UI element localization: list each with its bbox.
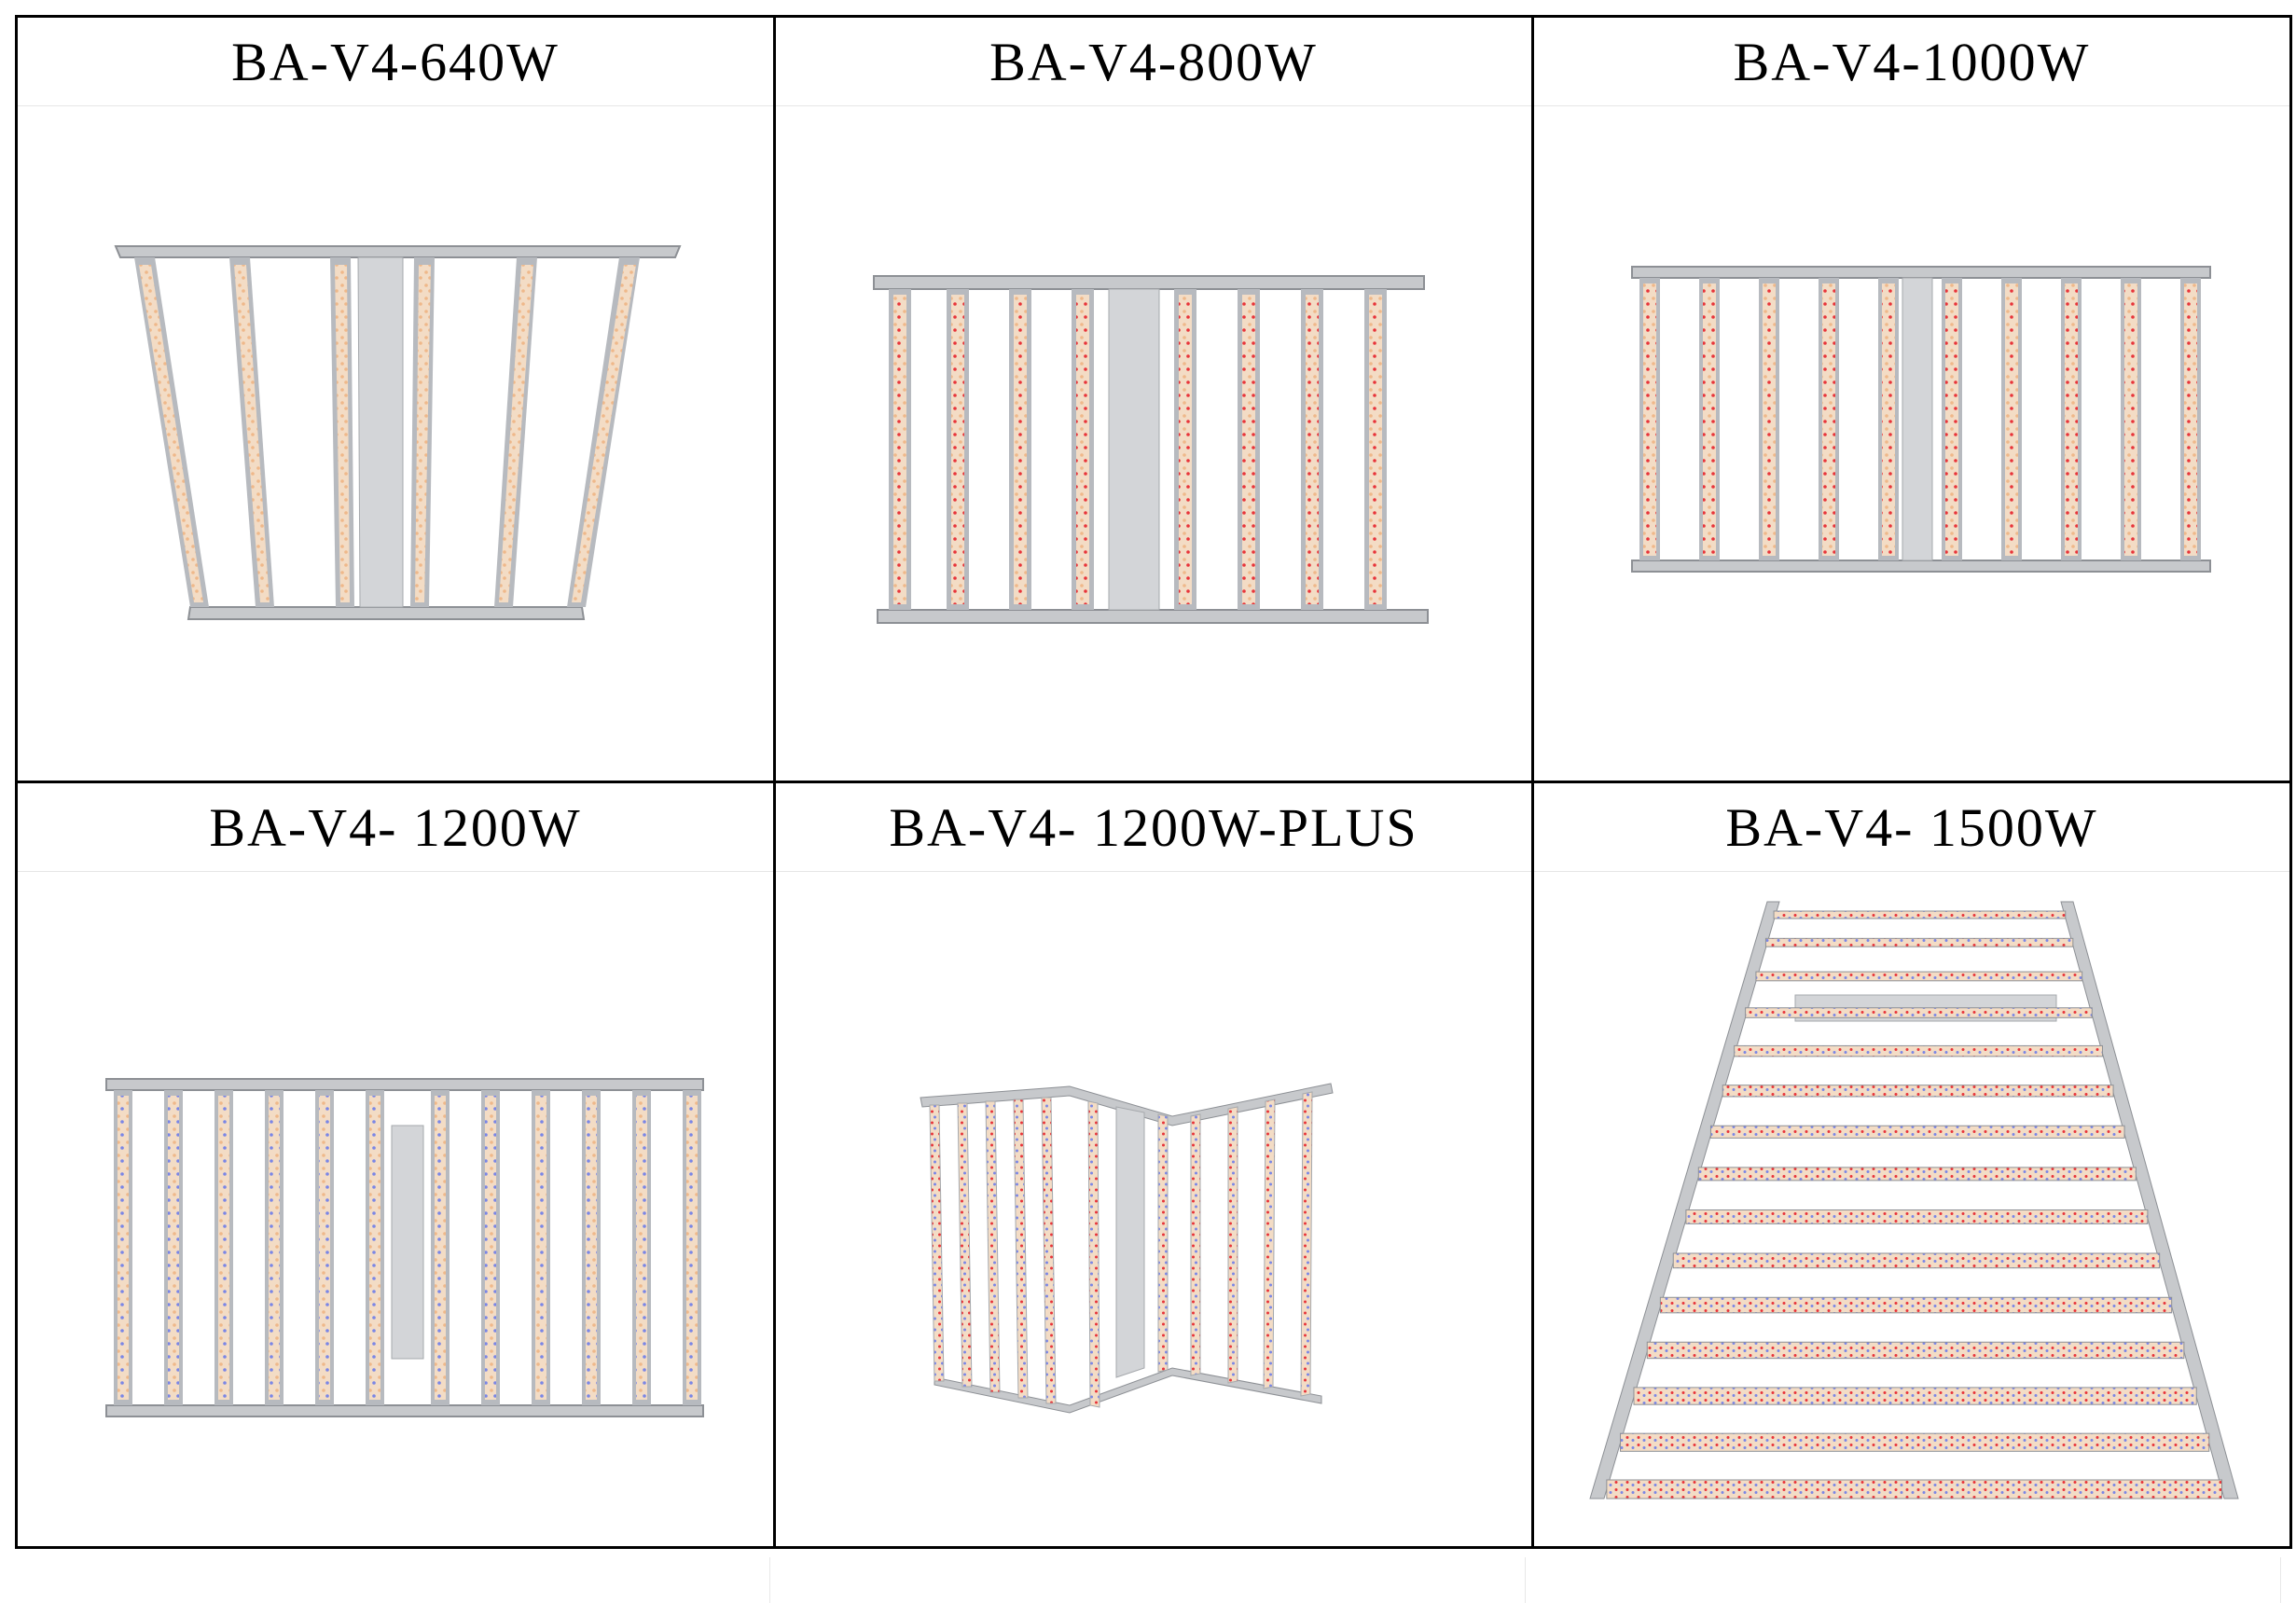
led-bar <box>1646 1341 2185 1359</box>
grow-light-800w-image <box>873 274 1429 624</box>
product-cell-1000w: BA-V4-1000W <box>1531 15 2292 783</box>
product-cell-1200w-plus: BA-V4- 1200W-PLUS <box>773 781 1534 1549</box>
product-cell-1500w: BA-V4- 1500W <box>1531 781 2292 1549</box>
product-image <box>18 106 773 781</box>
product-image <box>1534 106 2289 781</box>
bar-group <box>134 256 640 607</box>
product-model-title: BA-V4- 1200W-PLUS <box>776 783 1531 872</box>
led-bar <box>1745 1006 2093 1018</box>
led-bar <box>1755 971 2083 981</box>
grow-light-1500w-image <box>1589 901 2239 1499</box>
led-bar <box>1606 1479 2222 1499</box>
product-cell-640w: BA-V4-640W <box>15 15 776 783</box>
product-cell-1200w: BA-V4- 1200W <box>15 781 776 1549</box>
led-bar <box>1685 1209 2149 1224</box>
product-model-title: BA-V4-800W <box>776 18 1531 106</box>
bar-group <box>889 288 1387 610</box>
bar-group <box>1606 910 2222 1499</box>
bar-group <box>929 1090 1313 1408</box>
product-model-title: BA-V4-640W <box>18 18 773 106</box>
product-image <box>1534 872 2289 1546</box>
bar-group <box>1639 277 2201 560</box>
led-bar <box>1633 1386 2197 1405</box>
led-bar <box>1672 1251 2161 1268</box>
led-bar <box>1722 1084 2114 1097</box>
grow-light-1000w-image <box>1631 265 2211 573</box>
grow-light-1200w-image <box>105 1077 704 1417</box>
product-model-title: BA-V4-1000W <box>1534 18 2289 106</box>
product-image <box>776 872 1531 1546</box>
led-bar <box>1697 1166 2137 1181</box>
grow-light-1200w-plus-image <box>920 1082 1334 1414</box>
product-image <box>776 106 1531 781</box>
led-bar <box>1773 910 2067 919</box>
product-model-title: BA-V4- 1500W <box>1534 783 2289 872</box>
product-grid-table: BA-V4-640W <box>15 15 2292 1549</box>
product-cell-800w: BA-V4-800W <box>773 15 1534 783</box>
led-bar <box>1620 1432 2210 1452</box>
empty-table-row <box>15 1557 2281 1603</box>
led-bar <box>1764 937 2074 947</box>
empty-cell <box>15 1557 770 1603</box>
product-model-title: BA-V4- 1200W <box>18 783 773 872</box>
product-image <box>18 872 773 1546</box>
empty-cell <box>770 1557 1526 1603</box>
led-bar <box>1659 1296 2173 1313</box>
led-bar <box>1734 1044 2103 1057</box>
led-bar <box>1709 1125 2125 1139</box>
empty-cell <box>1526 1557 2281 1603</box>
grow-light-640w-image <box>114 244 682 620</box>
bar-group <box>114 1089 701 1405</box>
